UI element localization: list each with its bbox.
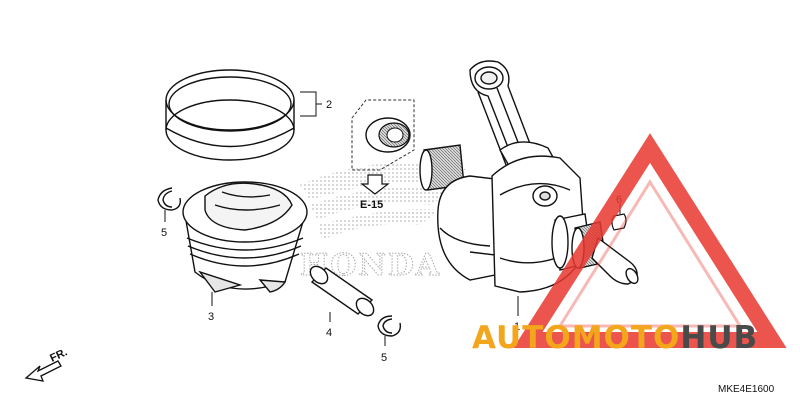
leader-line <box>300 91 322 117</box>
diagram-code: MKE4E1600 <box>718 384 775 395</box>
automotohub-watermark: AUTOMOTOHUB <box>472 133 787 356</box>
piston-rings <box>165 69 295 161</box>
reference-e15: E-15 <box>360 199 383 211</box>
needle-bearing-reference <box>351 99 415 195</box>
callout-clip-right: 5 <box>381 352 387 364</box>
watermark-triangle <box>513 133 787 348</box>
direction-label: FR. <box>48 346 69 364</box>
watermark-text-part1: AUTOMOTO <box>472 320 680 356</box>
callout-piston-rings: 2 <box>326 99 332 111</box>
crankshaft <box>419 60 639 293</box>
callout-piston: 3 <box>208 311 214 323</box>
callout-crankshaft: 1 <box>514 321 520 333</box>
callout-piston-pin: 4 <box>326 327 332 339</box>
piston-pin-clip-right <box>377 315 402 337</box>
watermark-text-part2: HUB <box>680 320 758 356</box>
piston-pin-clip-left <box>157 187 182 211</box>
watermark-text: AUTOMOTOHUB <box>472 320 758 356</box>
callout-clip-left: 5 <box>161 227 167 239</box>
piston <box>182 181 308 293</box>
piston-pin <box>309 265 375 317</box>
front-direction-arrow <box>24 360 62 382</box>
